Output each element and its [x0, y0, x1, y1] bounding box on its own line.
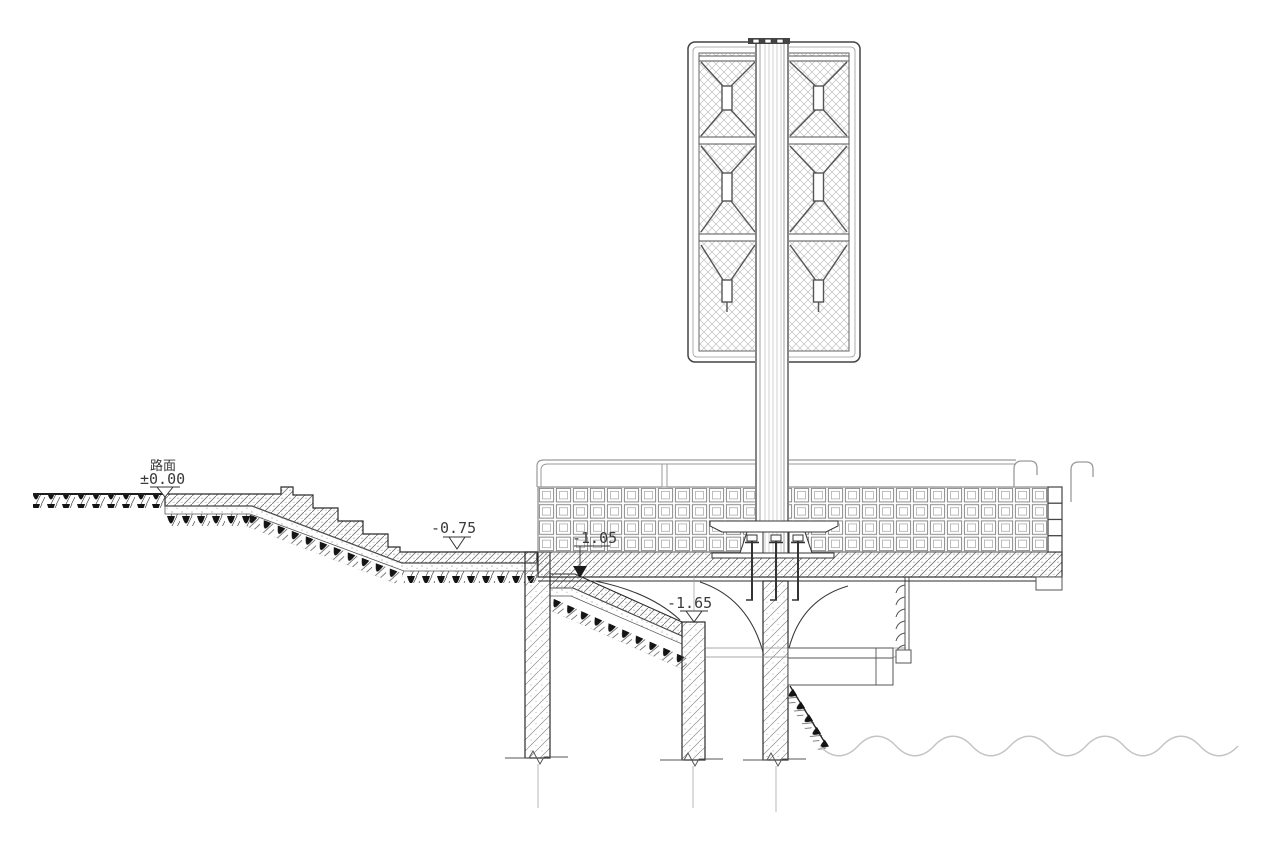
center-column — [762, 580, 789, 761]
lower-landing-level: -1.65 — [667, 594, 712, 612]
pole-cap — [748, 38, 790, 44]
railing — [536, 459, 1094, 502]
pole-base — [709, 520, 839, 601]
base-plate — [711, 552, 835, 559]
anchor-bolts — [745, 534, 805, 601]
road-surface-level: ±0.00 — [140, 470, 185, 488]
edge-bracket — [1035, 576, 1063, 591]
underpass-level: -1.05 — [572, 529, 617, 547]
annotation-underpass: -1.05 — [572, 529, 617, 578]
underpass-ramp — [547, 573, 690, 670]
retaining-wall-left — [524, 551, 551, 759]
road-surface-label: 路面 — [150, 458, 176, 474]
tower-brace-tier2 — [700, 145, 848, 233]
leader-arrow — [573, 566, 587, 578]
substructure-walls — [505, 551, 806, 812]
pavement-and-steps — [164, 486, 538, 584]
elevation-marker — [155, 486, 175, 498]
annotation-walkway: -0.75 — [431, 519, 476, 550]
railing-end-hook — [1070, 461, 1094, 502]
underdeck-beam — [706, 647, 906, 686]
tower-brace-tier1 — [700, 61, 848, 137]
water-line — [819, 735, 1239, 757]
sign-pole — [748, 38, 790, 554]
arch-soffits — [594, 580, 849, 653]
annotation-road-surface: 路面 ±0.00 — [140, 458, 185, 498]
elevation-marker — [685, 610, 703, 623]
elevation-marker — [448, 536, 466, 550]
pit-wall — [681, 621, 706, 761]
deck-edge-band — [1047, 486, 1063, 553]
dock-ladder — [895, 577, 912, 664]
railing-end-hook — [1013, 460, 1038, 487]
tower-brace-tier3 — [700, 244, 848, 312]
river-bank — [782, 685, 830, 753]
walkway-level: -0.75 — [431, 519, 476, 537]
annotation-lower-landing: -1.65 — [667, 575, 712, 623]
natural-ground — [33, 493, 166, 508]
